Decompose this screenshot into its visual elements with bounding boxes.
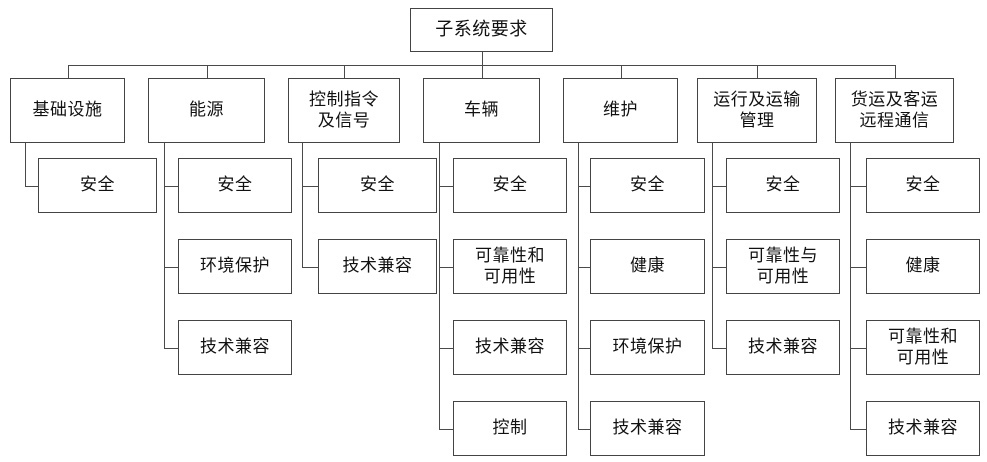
leaf-elbow-connector-车辆-控制 xyxy=(439,429,453,430)
branch-spine-connector-基础设施 xyxy=(25,143,26,186)
leaf-node-运行及运输管理-安全[interactable]: 安全 xyxy=(726,158,840,213)
leaf-elbow-connector-货运及客运远程通信-健康 xyxy=(850,267,866,268)
branch-node-基础设施[interactable]: 基础设施 xyxy=(10,78,125,143)
leaf-elbow-connector-货运及客运远程通信-技术兼容 xyxy=(850,429,866,430)
leaf-elbow-connector-运行及运输管理-可靠性与可用性 xyxy=(712,267,726,268)
branch-stem-connector-运行及运输管理 xyxy=(757,65,758,78)
leaf-node-维护-技术兼容[interactable]: 技术兼容 xyxy=(590,401,705,456)
leaf-elbow-connector-运行及运输管理-安全 xyxy=(712,186,726,187)
branch-stem-connector-能源 xyxy=(207,65,208,78)
leaf-node-能源-安全[interactable]: 安全 xyxy=(178,158,292,213)
leaf-node-车辆-技术兼容[interactable]: 技术兼容 xyxy=(453,320,567,375)
leaf-elbow-connector-货运及客运远程通信-安全 xyxy=(850,186,866,187)
branch-node-维护[interactable]: 维护 xyxy=(563,78,678,143)
branch-spine-connector-车辆 xyxy=(439,143,440,429)
leaf-node-运行及运输管理-技术兼容[interactable]: 技术兼容 xyxy=(726,320,840,375)
leaf-elbow-connector-维护-健康 xyxy=(578,267,590,268)
branch-node-能源[interactable]: 能源 xyxy=(148,78,265,143)
leaf-node-能源-环境保护[interactable]: 环境保护 xyxy=(178,239,292,294)
root-stem-connector xyxy=(482,52,483,65)
leaf-elbow-connector-基础设施-安全 xyxy=(25,186,38,187)
leaf-elbow-connector-控制指令及信号-安全 xyxy=(302,186,318,187)
branch-node-车辆[interactable]: 车辆 xyxy=(423,78,540,143)
leaf-node-货运及客运远程通信-安全[interactable]: 安全 xyxy=(866,158,980,213)
branch-node-货运及客运远程通信[interactable]: 货运及客运 远程通信 xyxy=(835,78,954,143)
leaf-node-车辆-控制[interactable]: 控制 xyxy=(453,401,567,456)
leaf-elbow-connector-车辆-技术兼容 xyxy=(439,348,453,349)
root-node-subsystem-requirements[interactable]: 子系统要求 xyxy=(410,8,553,52)
branch-stem-connector-维护 xyxy=(621,65,622,78)
leaf-node-货运及客运远程通信-可靠性和可用性[interactable]: 可靠性和 可用性 xyxy=(866,320,980,375)
branch-stem-connector-控制指令及信号 xyxy=(344,65,345,78)
level1-bus-connector xyxy=(68,65,895,66)
branch-spine-connector-货运及客运远程通信 xyxy=(850,143,851,429)
leaf-elbow-connector-维护-技术兼容 xyxy=(578,429,590,430)
leaf-node-货运及客运远程通信-健康[interactable]: 健康 xyxy=(866,239,980,294)
branch-spine-connector-控制指令及信号 xyxy=(302,143,303,267)
branch-stem-connector-车辆 xyxy=(482,65,483,78)
leaf-elbow-connector-维护-安全 xyxy=(578,186,590,187)
leaf-node-能源-技术兼容[interactable]: 技术兼容 xyxy=(178,320,292,375)
leaf-node-维护-环境保护[interactable]: 环境保护 xyxy=(590,320,705,375)
leaf-node-维护-健康[interactable]: 健康 xyxy=(590,239,705,294)
leaf-elbow-connector-维护-环境保护 xyxy=(578,348,590,349)
leaf-elbow-connector-车辆-安全 xyxy=(439,186,453,187)
leaf-node-维护-安全[interactable]: 安全 xyxy=(590,158,705,213)
leaf-elbow-connector-能源-技术兼容 xyxy=(164,348,178,349)
leaf-elbow-connector-能源-安全 xyxy=(164,186,178,187)
branch-stem-connector-货运及客运远程通信 xyxy=(895,65,896,78)
branch-stem-connector-基础设施 xyxy=(68,65,69,78)
leaf-elbow-connector-能源-环境保护 xyxy=(164,267,178,268)
branch-node-控制指令及信号[interactable]: 控制指令 及信号 xyxy=(288,78,400,143)
leaf-node-控制指令及信号-技术兼容[interactable]: 技术兼容 xyxy=(318,239,437,294)
leaf-node-控制指令及信号-安全[interactable]: 安全 xyxy=(318,158,437,213)
leaf-node-车辆-安全[interactable]: 安全 xyxy=(453,158,567,213)
leaf-node-基础设施-安全[interactable]: 安全 xyxy=(38,158,157,213)
leaf-elbow-connector-控制指令及信号-技术兼容 xyxy=(302,267,318,268)
leaf-node-车辆-可靠性和可用性[interactable]: 可靠性和 可用性 xyxy=(453,239,567,294)
leaf-elbow-connector-车辆-可靠性和可用性 xyxy=(439,267,453,268)
leaf-elbow-connector-运行及运输管理-技术兼容 xyxy=(712,348,726,349)
branch-spine-connector-运行及运输管理 xyxy=(712,143,713,348)
leaf-elbow-connector-货运及客运远程通信-可靠性和可用性 xyxy=(850,348,866,349)
branch-node-运行及运输管理[interactable]: 运行及运输 管理 xyxy=(697,78,817,143)
leaf-node-货运及客运远程通信-技术兼容[interactable]: 技术兼容 xyxy=(866,401,980,456)
branch-spine-connector-维护 xyxy=(578,143,579,429)
branch-spine-connector-能源 xyxy=(164,143,165,348)
leaf-node-运行及运输管理-可靠性与可用性[interactable]: 可靠性与 可用性 xyxy=(726,239,840,294)
